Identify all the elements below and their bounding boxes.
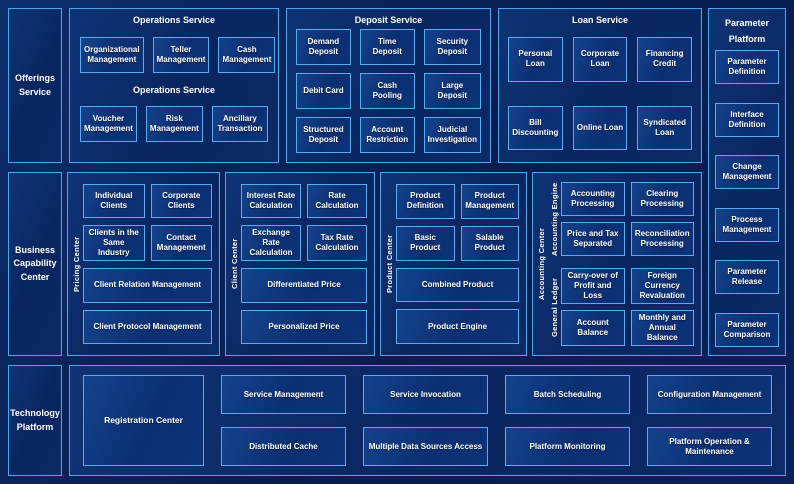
module-box: Parameter Definition (715, 50, 779, 85)
module-box: Rate Calculation (307, 184, 367, 219)
module-box: Parameter Comparison (715, 312, 779, 347)
module-box: Account Restriction (359, 117, 415, 153)
product-center-section: Product Center Product Definition Produc… (380, 172, 527, 356)
module-box: Personalized Price (241, 309, 367, 344)
technology-platform-band: Technology Platform Registration Center … (8, 365, 786, 476)
client-management-section: Pricing Center Individual Clients Corpor… (67, 172, 220, 356)
module-box: Interface Definition (715, 102, 779, 137)
module-box: Process Management (715, 207, 779, 242)
accounting-center-section: Accounting Center Accounting Engine Acco… (532, 172, 702, 356)
business-capability-sidebar: Business Capability Center (8, 172, 62, 356)
module-box: Structured Deposit (296, 117, 351, 153)
module-box: Salable Product (460, 225, 519, 261)
technology-platform-sidebar: Technology Platform (8, 365, 62, 476)
module-box: Carry-over of Profit and Loss (561, 268, 625, 304)
module-box: Debit Card (296, 73, 351, 109)
module-box: Online Loan (572, 105, 628, 150)
parameter-platform-title-line1: Parameter (724, 18, 770, 28)
pricing-center-vertical-label: Pricing Center (72, 236, 81, 292)
parameter-platform-title: Parameter Platform (715, 13, 779, 50)
module-box: Account Balance (561, 310, 625, 346)
module-box: Interest Rate Calculation (241, 184, 301, 219)
accounting-engine-group: Accounting Engine Accounting Processing … (548, 182, 694, 256)
module-box: Change Management (715, 155, 779, 190)
module-box: Platform Monitoring (505, 427, 630, 466)
offerings-band: Offerings Service Operations Service Org… (8, 8, 702, 163)
accounting-engine-vertical-label: Accounting Engine (550, 182, 559, 256)
module-box: Differentiated Price (241, 268, 367, 303)
module-box: Platform Operation & Maintenance (647, 427, 772, 466)
accounting-center-vertical-label: Accounting Center (537, 227, 546, 301)
parameter-platform-title-line2: Platform (728, 34, 766, 45)
deposit-service-section: Deposit Service Demand Deposit Time Depo… (286, 8, 491, 163)
module-box: Ancillary Transaction (211, 106, 268, 143)
registration-center-box: Registration Center (83, 375, 204, 466)
module-box: Organizational Management (80, 36, 144, 73)
module-box: Monthly and Annual Balance (630, 310, 694, 346)
technology-platform-container: Registration Center Service Management D… (69, 365, 786, 476)
module-box: Large Deposit (423, 73, 481, 109)
module-box: Basic Product (396, 225, 455, 261)
module-box: Price and Tax Separated (561, 222, 625, 256)
business-capability-band: Business Capability Center Pricing Cente… (8, 172, 702, 356)
module-box: Reconciliation Processing (630, 222, 694, 256)
module-box: Risk Management (145, 106, 203, 143)
module-box: Exchange Rate Calculation (241, 225, 301, 262)
module-box: Security Deposit (423, 29, 481, 65)
module-box: Product Definition (396, 184, 455, 219)
module-box: Foreign Currency Revaluation (630, 268, 694, 304)
pricing-section: Client Center Interest Rate Calculation … (225, 172, 375, 356)
client-center-vertical-label: Client Center (230, 238, 239, 290)
module-box: Client Relation Management (83, 268, 212, 303)
module-box: Corporate Clients (150, 184, 212, 219)
module-box: Parameter Release (715, 260, 779, 295)
module-box: Cash Management (218, 36, 276, 73)
operations-service-mid-label: Operations Service (132, 84, 216, 95)
module-box: Accounting Processing (561, 182, 625, 216)
module-box: Cash Pooling (359, 73, 415, 109)
general-ledger-group: General Ledger Carry-over of Profit and … (548, 268, 694, 346)
module-box: Clearing Processing (630, 182, 694, 216)
parameter-platform-section: Parameter Platform Parameter Definition … (708, 8, 786, 356)
module-box: Corporate Loan (572, 37, 628, 82)
module-box: Product Engine (396, 309, 519, 344)
offerings-service-sidebar: Offerings Service (8, 8, 62, 163)
loan-service-title: Loan Service (571, 15, 629, 25)
module-box: Time Deposit (359, 29, 415, 65)
module-box: Syndicated Loan (637, 105, 692, 150)
general-ledger-vertical-label: General Ledger (550, 277, 559, 337)
module-box: Client Protocol Management (83, 309, 212, 344)
module-box: Multiple Data Sources Access (363, 427, 488, 466)
module-box: Configuration Management (647, 375, 772, 414)
operations-service-section: Operations Service Organizational Manage… (69, 8, 279, 163)
module-box: Personal Loan (508, 37, 563, 82)
module-box: Batch Scheduling (505, 375, 630, 414)
module-box: Contact Management (150, 225, 212, 262)
module-box: Individual Clients (83, 184, 145, 219)
deposit-service-title: Deposit Service (354, 15, 423, 25)
module-box: Service Invocation (363, 375, 488, 414)
operations-service-title: Operations Service (132, 15, 216, 25)
module-box: Tax Rate Calculation (307, 225, 367, 262)
module-box: Bill Discounting (508, 105, 563, 150)
module-box: Combined Product (396, 267, 519, 303)
module-box: Product Management (460, 184, 519, 219)
module-box: Teller Management (152, 36, 210, 73)
module-box: Service Management (221, 375, 346, 414)
product-center-vertical-label: Product Center (385, 234, 394, 294)
module-box: Clients in the Same Industry (83, 225, 145, 262)
module-box: Financing Credit (637, 37, 692, 82)
module-box: Judicial Investigation (423, 117, 481, 153)
loan-service-section: Loan Service Personal Loan Corporate Loa… (498, 8, 702, 163)
module-box: Voucher Management (80, 106, 137, 143)
module-box: Demand Deposit (296, 29, 351, 65)
module-box: Distributed Cache (221, 427, 346, 466)
